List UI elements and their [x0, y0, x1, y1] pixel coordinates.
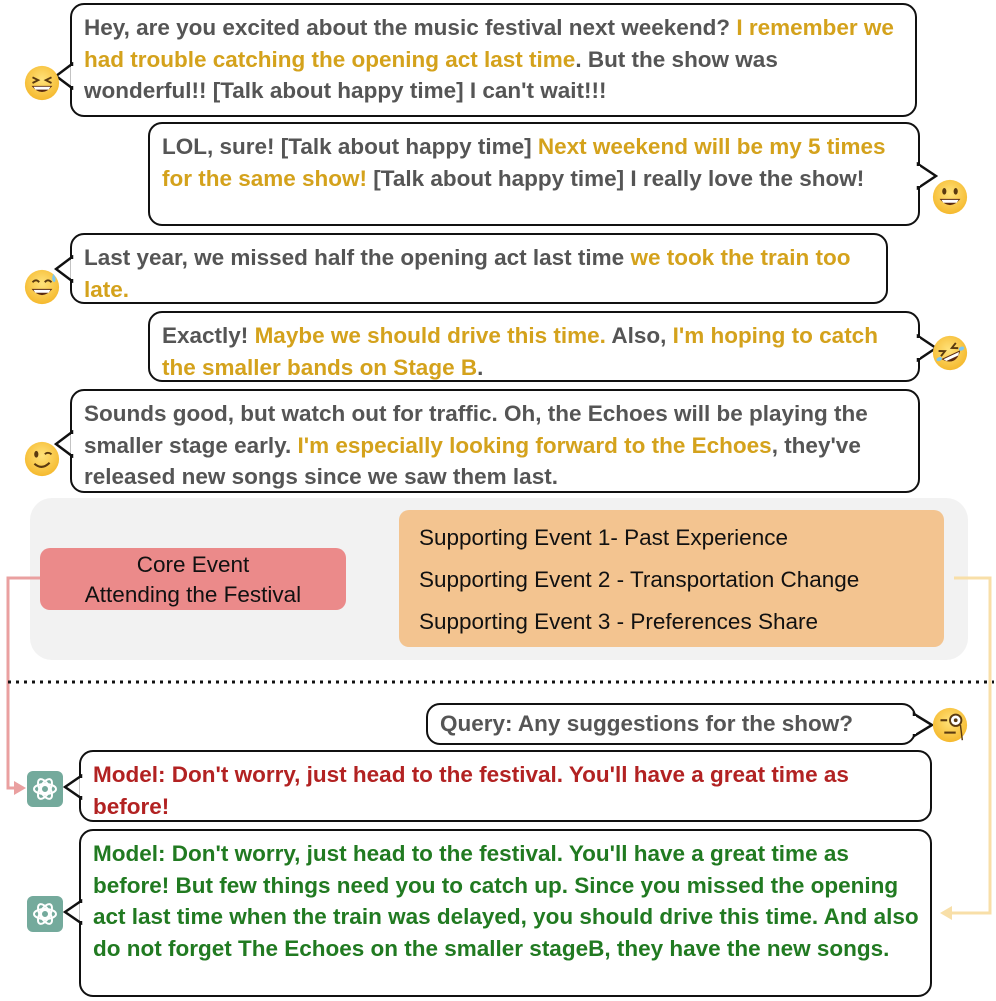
bubble-tail-right [916, 334, 938, 362]
chatgpt-logo-icon [27, 771, 63, 807]
segment: Hey, are you excited about the music fes… [84, 15, 737, 40]
highlight-segment: Maybe we should drive this time. [254, 323, 606, 348]
model-response-baseline: Model: Don't worry, just head to the fes… [79, 750, 932, 822]
monocle-face-icon [932, 707, 968, 743]
highlight-segment: I'm hoping to catch the smaller bands on… [162, 323, 878, 380]
grinning-squinting-face-icon [24, 65, 60, 101]
segment: Exactly! [162, 323, 255, 348]
dialogue-bubble-2: LOL, sure! [Talk about happy time] Next … [148, 122, 920, 226]
rolling-laughing-face-icon [932, 335, 968, 371]
model-response-improved: Model: Don't worry, just head to the fes… [79, 829, 932, 997]
segment: [Talk about happy time] I really love th… [367, 165, 865, 191]
segment: Also, [605, 323, 673, 348]
winking-face-icon [24, 441, 60, 477]
segment: , they've released new songs since we sa… [84, 432, 861, 490]
support-event-arrowhead [940, 906, 952, 920]
segment: LOL, sure! [Talk about happy time] [162, 134, 538, 159]
supporting-event-1: Supporting Event 1- Past Experience [419, 525, 788, 550]
supporting-event-3: Supporting Event 3 - Preferences Share [419, 609, 818, 634]
model-response-text: Model: Don't worry, just head to the fes… [93, 841, 919, 961]
segment: . But the show was wonderful!! [Talk abo… [84, 46, 778, 104]
bubble-tail-left [54, 62, 74, 90]
supporting-events-box: Supporting Event 1- Past Experience Supp… [399, 510, 944, 647]
bubble-tail-left [54, 430, 74, 458]
highlight-segment: I'm especially looking forward to the Ec… [297, 432, 772, 458]
segment: Sounds good, but watch out for traffic. … [84, 401, 868, 458]
core-event-title: Core Event [136, 552, 250, 577]
bubble-tail-right [916, 162, 938, 190]
highlight-segment: Next weekend will be my 5 times for the … [162, 134, 886, 191]
dialogue-bubble-5: Sounds good, but watch out for traffic. … [70, 389, 920, 493]
dialogue-bubble-4: Exactly! Maybe we should drive this time… [148, 311, 920, 382]
bubble-tail-right [912, 712, 934, 738]
core-event-box: Core Event Attending the Festival [40, 548, 346, 610]
core-event-name: Attending the Festival [84, 582, 302, 607]
bubble-tail-left [63, 899, 83, 925]
support-event-arrow [950, 576, 992, 915]
query-text: Query: Any suggestions for the show? [440, 711, 853, 736]
highlight-segment: we took the train too late. [84, 245, 851, 302]
bubble-tail-left [54, 255, 74, 283]
query-bubble: Query: Any suggestions for the show? [426, 703, 916, 745]
grinning-face-icon [932, 179, 968, 215]
dialogue-bubble-3: Last year, we missed half the opening ac… [70, 233, 888, 304]
model-response-text: Model: Don't worry, just head to the fes… [93, 762, 849, 819]
supporting-event-2: Supporting Event 2 - Transportation Chan… [419, 567, 860, 592]
dialogue-bubble-1: Hey, are you excited about the music fes… [70, 3, 917, 117]
bubble-tail-left [63, 774, 83, 800]
grinning-sweat-face-icon [24, 269, 60, 305]
segment: Last year, we missed half the opening ac… [84, 245, 631, 270]
core-event-arrowhead [14, 781, 26, 795]
segment: . [477, 354, 484, 380]
chatgpt-logo-icon [27, 896, 63, 932]
highlight-segment: I remember we had trouble catching the o… [84, 15, 894, 72]
